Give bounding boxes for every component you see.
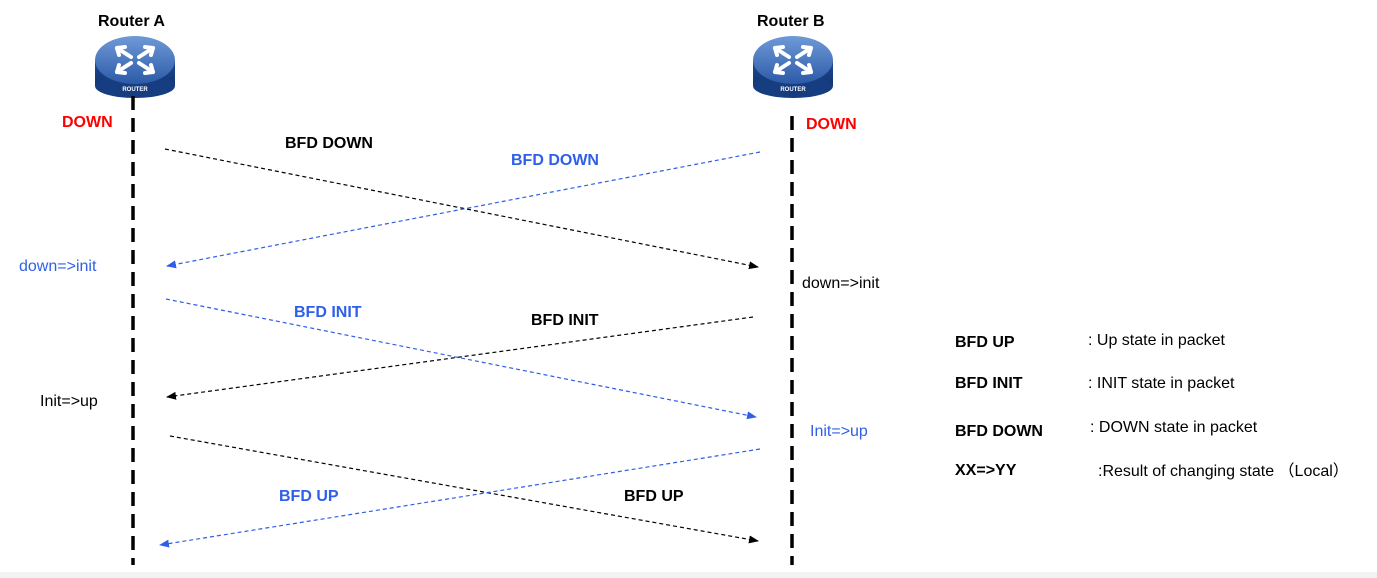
- legend-key-up: BFD UP: [955, 334, 1015, 351]
- arrow-b-to-a-down: [166, 151, 761, 269]
- router-a-title: Router A: [98, 13, 165, 30]
- legend-desc-transition: :Result of changing state （Local）: [1098, 463, 1349, 480]
- router-b-icon-label: ROUTER: [780, 87, 806, 93]
- router-a-icon: ROUTER: [95, 36, 175, 98]
- packet-label-b-to-a-up: BFD UP: [279, 488, 339, 505]
- router-a-initial-state: DOWN: [62, 114, 113, 131]
- arrow-a-to-b-down: [164, 148, 759, 270]
- legend-desc-up: : Up state in packet: [1088, 332, 1225, 349]
- arrow-b-to-a-up: [159, 448, 761, 548]
- arrow-a-to-b-up: [169, 435, 759, 544]
- router-b-title: Router B: [757, 13, 825, 30]
- router-a-transition-down-init: down=>init: [19, 258, 97, 275]
- packet-label-a-to-b-up: BFD UP: [624, 488, 684, 505]
- arrow-a-to-b-init: [165, 298, 757, 420]
- packet-label-a-to-b-init: BFD INIT: [294, 304, 362, 321]
- arrow-b-to-a-init: [166, 316, 754, 400]
- legend-key-init: BFD INIT: [955, 375, 1023, 392]
- router-b-transition-down-init: down=>init: [802, 275, 880, 292]
- router-a-icon-label: ROUTER: [122, 87, 148, 93]
- router-a-transition-init-up: Init=>up: [40, 393, 98, 410]
- bottom-strip: [0, 572, 1377, 578]
- router-b-initial-state: DOWN: [806, 116, 857, 133]
- legend-key-down: BFD DOWN: [955, 423, 1043, 440]
- legend-desc-init: : INIT state in packet: [1088, 375, 1235, 392]
- router-b-transition-init-up: Init=>up: [810, 423, 868, 440]
- legend-desc-down: : DOWN state in packet: [1090, 419, 1258, 436]
- packet-label-b-to-a-init: BFD INIT: [531, 312, 599, 329]
- router-b-icon: ROUTER: [753, 36, 833, 98]
- packet-label-b-to-a-down: BFD DOWN: [511, 152, 599, 169]
- legend-key-transition: XX=>YY: [955, 462, 1017, 479]
- packet-label-a-to-b-down: BFD DOWN: [285, 135, 373, 152]
